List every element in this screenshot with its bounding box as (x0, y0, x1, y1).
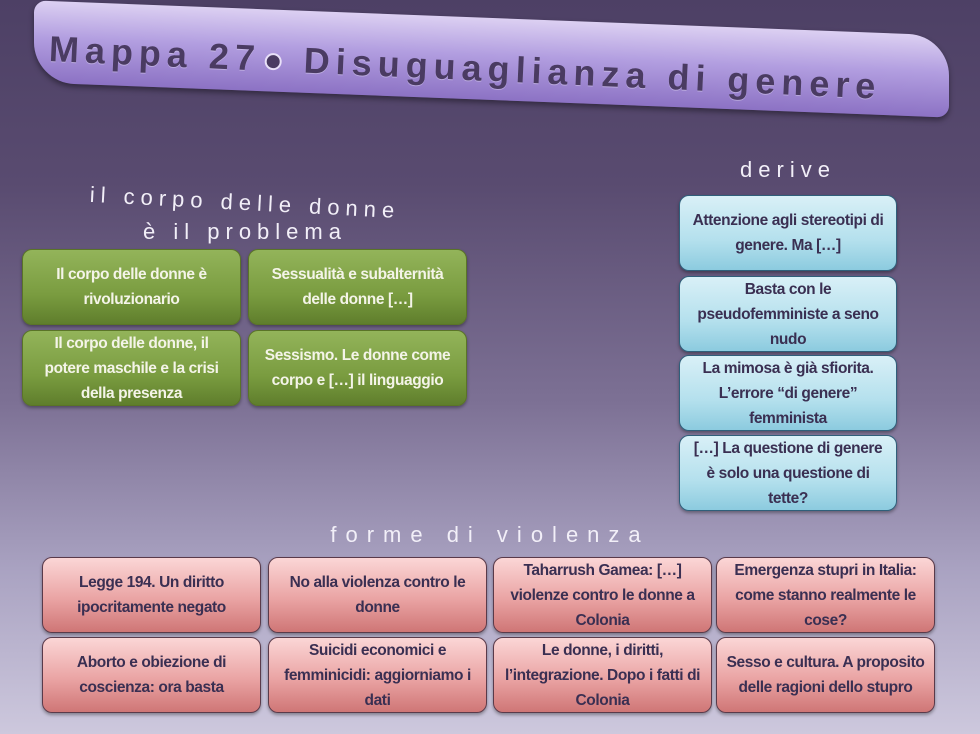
map-number: Mappa 27 (48, 28, 262, 79)
map-node[interactable]: Aborto e obiezione di coscienza: ora bas… (42, 637, 261, 713)
map-node[interactable]: La mimosa è già sfiorita. L’errore “di g… (679, 355, 897, 431)
map-node[interactable]: No alla violenza contro le donne (268, 557, 487, 633)
section-label-violenza: forme di violenza (330, 522, 650, 547)
map-node[interactable]: Il corpo delle donne è rivoluzionario (22, 249, 241, 325)
map-node[interactable]: Il corpo delle donne, il potere maschile… (22, 330, 241, 406)
map-node[interactable]: Attenzione agli stereotipi di genere. Ma… (679, 195, 897, 271)
section-label-derive: derive (740, 157, 836, 182)
map-node[interactable]: Taharrush Gamea: […] violenze contro le … (493, 557, 712, 633)
map-node[interactable]: Sesso e cultura. A proposito delle ragio… (716, 637, 935, 713)
map-node[interactable]: Legge 194. Un diritto ipocritamente nega… (42, 557, 261, 633)
map-node[interactable]: Sessismo. Le donne come corpo e […] il l… (248, 330, 467, 406)
map-node[interactable]: Basta con le pseudofemministe a seno nud… (679, 276, 897, 352)
map-node[interactable]: Emergenza stupri in Italia: come stanno … (716, 557, 935, 633)
bullet-icon (264, 52, 283, 71)
section-label-corpo-2: è il problema (143, 219, 347, 244)
map-node[interactable]: […] La questione di genere è solo una qu… (679, 435, 897, 511)
map-node[interactable]: Sessualità e subalternità delle donne […… (248, 249, 467, 325)
map-node[interactable]: Suicidi economici e femminicidi: aggiorn… (268, 637, 487, 713)
map-node[interactable]: Le donne, i diritti, l’integrazione. Dop… (493, 637, 712, 713)
